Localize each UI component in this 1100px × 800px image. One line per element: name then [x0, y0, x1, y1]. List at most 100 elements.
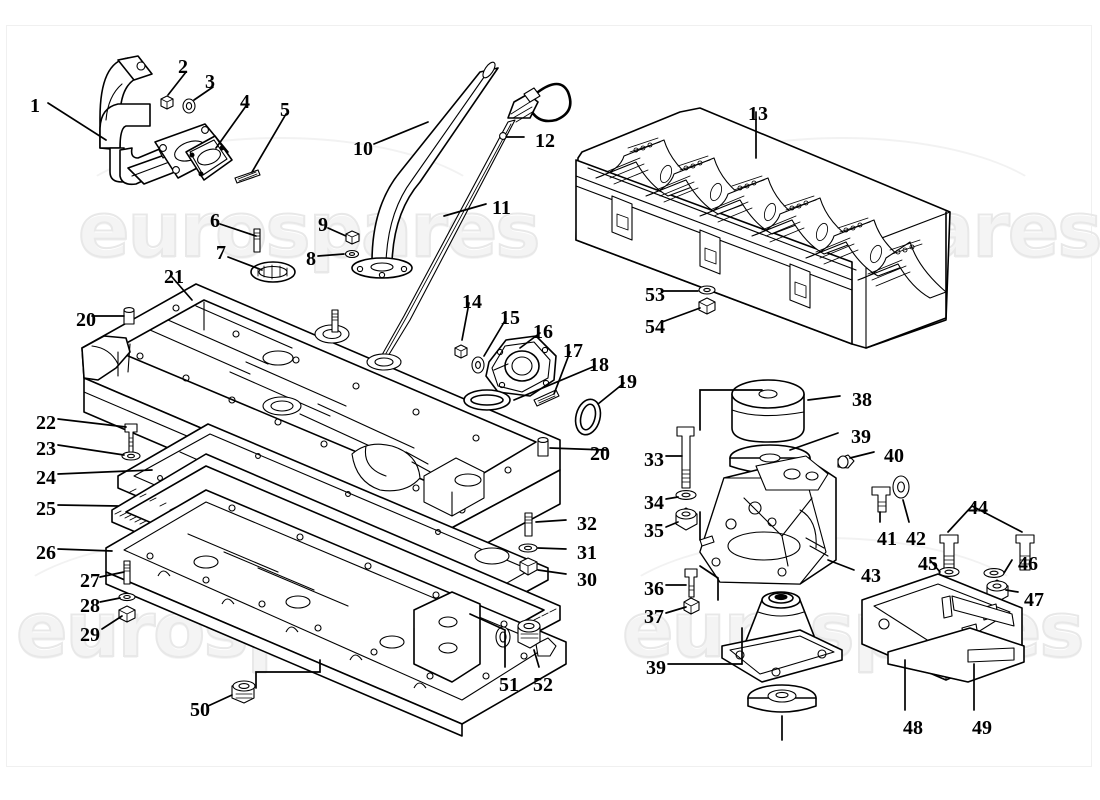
- part-seal-ring-7: [250, 261, 296, 283]
- part-bolt-41: [871, 486, 891, 513]
- part-windage-tray-13: [575, 107, 951, 349]
- callout-washer-flange: 15: [500, 307, 520, 329]
- callout-washer-mount-2: 42: [906, 528, 926, 550]
- callout-pickup-gasket: 4: [240, 91, 250, 113]
- callout-drain-washer: 51: [499, 674, 519, 696]
- leader-lines: [47, 71, 1023, 741]
- callout-nut-47: 47: [1024, 589, 1044, 611]
- callout-oil-outlet-flange: 16: [533, 321, 553, 343]
- callout-drain-plug-2: 52: [533, 674, 553, 696]
- part-dowel-20-right: [537, 437, 549, 457]
- part-mount-lower-39: [721, 591, 843, 713]
- callout-nut: 2: [178, 56, 188, 78]
- callout-stud-short-upper: 6: [210, 210, 220, 232]
- part-nut-9: [345, 230, 360, 245]
- callout-oil-pickup-tube: 1: [30, 95, 40, 117]
- callout-washer-45: 45: [918, 553, 938, 575]
- part-stud-6-right: [331, 309, 339, 333]
- callout-washer-bolt: 23: [36, 438, 56, 460]
- part-nut-29: [118, 605, 136, 623]
- part-drain-plug-52: [517, 619, 541, 649]
- part-stud-6-upper: [253, 228, 261, 253]
- part-stud-5: [234, 169, 261, 184]
- callout-pan-gasket: 25: [36, 498, 56, 520]
- callout-mount-plate: 48: [903, 717, 923, 739]
- callout-bolts-pair: 44: [968, 497, 988, 519]
- callout-stud-cap: 32: [577, 513, 597, 535]
- part-nut-47: [986, 579, 1009, 603]
- callout-nut-mount: 35: [644, 520, 664, 542]
- part-washer-28: [118, 592, 136, 602]
- part-flange-assembly: [454, 335, 602, 436]
- callout-washer-large-upper: 39: [851, 426, 871, 448]
- callout-bolt-mount: 41: [877, 528, 897, 550]
- callout-nut-flange: 14: [462, 291, 482, 313]
- part-washer-53: [698, 285, 716, 295]
- part-washer-23: [121, 451, 141, 461]
- part-stud-32: [524, 512, 533, 537]
- callout-bush: 40: [884, 445, 904, 467]
- callout-nut-cap: 30: [577, 569, 597, 591]
- part-washer-42: [892, 475, 910, 499]
- callout-bolt-short: 36: [644, 578, 664, 600]
- callout-nut-small: 9: [318, 214, 328, 236]
- part-gasket-4: [185, 135, 233, 181]
- callout-mount-strap: 49: [972, 717, 992, 739]
- callout-stud-pan: 27: [80, 570, 100, 592]
- callout-drain-plug: 50: [190, 699, 210, 721]
- callout-o-ring-large: 19: [617, 371, 637, 393]
- callout-washer-large-lower: 39: [646, 657, 666, 679]
- callout-washer-46: 46: [1018, 553, 1038, 575]
- callout-washer: 3: [205, 71, 215, 93]
- callout-engine-mount-bracket: 43: [861, 565, 881, 587]
- callout-washer-tray: 53: [645, 284, 665, 306]
- callout-dipstick-handle: 12: [535, 130, 555, 152]
- callout-bolt: 22: [36, 412, 56, 434]
- callout-stud-flange: 17: [563, 340, 583, 362]
- part-lower-oil-pan-26: [105, 489, 567, 737]
- part-bolts-44: [939, 534, 1035, 571]
- callout-seal-ring: 7: [216, 242, 226, 264]
- callout-oil-pan-lower: 26: [36, 542, 56, 564]
- callout-o-ring-small: 18: [589, 354, 609, 376]
- part-nut-2: [160, 95, 174, 110]
- callout-washer-pan: 28: [80, 595, 100, 617]
- part-rubber-spacer-38: [731, 379, 805, 443]
- callout-nut-short: 37: [644, 606, 664, 628]
- callout-bolt-long: 33: [644, 449, 664, 471]
- part-dipstick-tube-10: [351, 61, 499, 279]
- callout-baffle-plate: 24: [36, 467, 56, 489]
- part-drain-plug-50: [231, 680, 256, 704]
- callout-washer-small: 8: [306, 248, 316, 270]
- part-nut-54: [698, 297, 716, 315]
- callout-dipstick-tube: 10: [353, 138, 373, 160]
- callout-oil-pan-upper: 21: [164, 266, 184, 288]
- part-washer-3: [182, 98, 196, 114]
- part-nut-30: [519, 557, 538, 576]
- part-washer-31: [518, 543, 538, 553]
- part-washer-8: [344, 249, 360, 259]
- part-nut-37: [683, 597, 700, 615]
- callout-nut-tray: 54: [645, 316, 665, 338]
- part-bolt-22: [124, 423, 138, 453]
- callout-nut-pan: 29: [80, 624, 100, 646]
- callout-washer-cap: 31: [577, 542, 597, 564]
- callout-dipstick-rod: 11: [492, 197, 511, 219]
- part-bolt-36: [684, 568, 698, 598]
- callout-rubber-spacer: 38: [852, 389, 872, 411]
- part-mount-bracket-43: [699, 455, 837, 585]
- callout-dowel-pin-right: 20: [590, 443, 610, 465]
- part-nut-35: [675, 507, 698, 531]
- callout-windage-tray: 13: [748, 103, 768, 125]
- callout-dowel-pin-left: 20: [76, 309, 96, 331]
- part-bolt-33: [676, 426, 695, 489]
- callout-washer-mount: 34: [644, 492, 664, 514]
- part-mount-plate-48: [861, 573, 1025, 683]
- part-dipstick-11: [377, 82, 572, 367]
- part-washer-46: [983, 568, 1005, 578]
- part-stud-27: [123, 560, 131, 585]
- part-washer-34: [675, 490, 697, 500]
- part-dowel-20-left: [123, 307, 135, 325]
